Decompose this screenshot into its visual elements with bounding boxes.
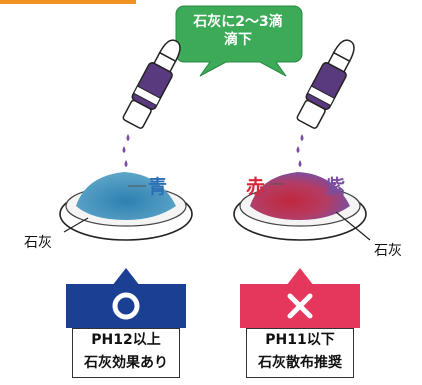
ng-card-pointer	[286, 268, 314, 286]
lime-label-right: 石灰	[374, 243, 402, 259]
ng-card-line2: 石灰散布推奨	[258, 355, 342, 371]
ok-card-header	[66, 284, 186, 328]
callout-line1: 石灰に2～3滴	[193, 14, 283, 30]
dropper-bottle-left	[122, 39, 181, 129]
cross-icon	[287, 293, 313, 319]
circle-icon	[112, 292, 140, 320]
ok-card: PH12以上 石灰効果あり	[66, 276, 186, 382]
petri-dish-right	[233, 172, 371, 241]
red-color-label: 赤	[246, 176, 266, 198]
drops-left	[122, 134, 130, 167]
ng-card-line1: PH11以下	[265, 332, 335, 348]
callout-text: 石灰に2～3滴 滴下	[174, 13, 302, 49]
ok-card-line2: 石灰効果あり	[84, 355, 168, 371]
lime-label-left: 石灰	[24, 235, 52, 251]
ok-card-body: PH12以上 石灰効果あり	[72, 328, 180, 378]
ok-card-line1: PH12以上	[91, 332, 161, 348]
ng-card: PH11以下 石灰散布推奨	[240, 276, 360, 382]
purple-color-label: 紫	[326, 176, 346, 198]
drops-right	[296, 134, 304, 167]
top-accent-bar	[0, 0, 136, 4]
petri-dish-left	[59, 172, 193, 241]
callout-bubble	[175, 5, 303, 77]
ng-card-body: PH11以下 石灰散布推奨	[246, 328, 354, 378]
callout-line2: 滴下	[224, 32, 252, 48]
blue-color-label: 青	[148, 176, 168, 198]
dropper-bottle-right	[296, 39, 355, 129]
ok-card-pointer	[112, 268, 140, 286]
